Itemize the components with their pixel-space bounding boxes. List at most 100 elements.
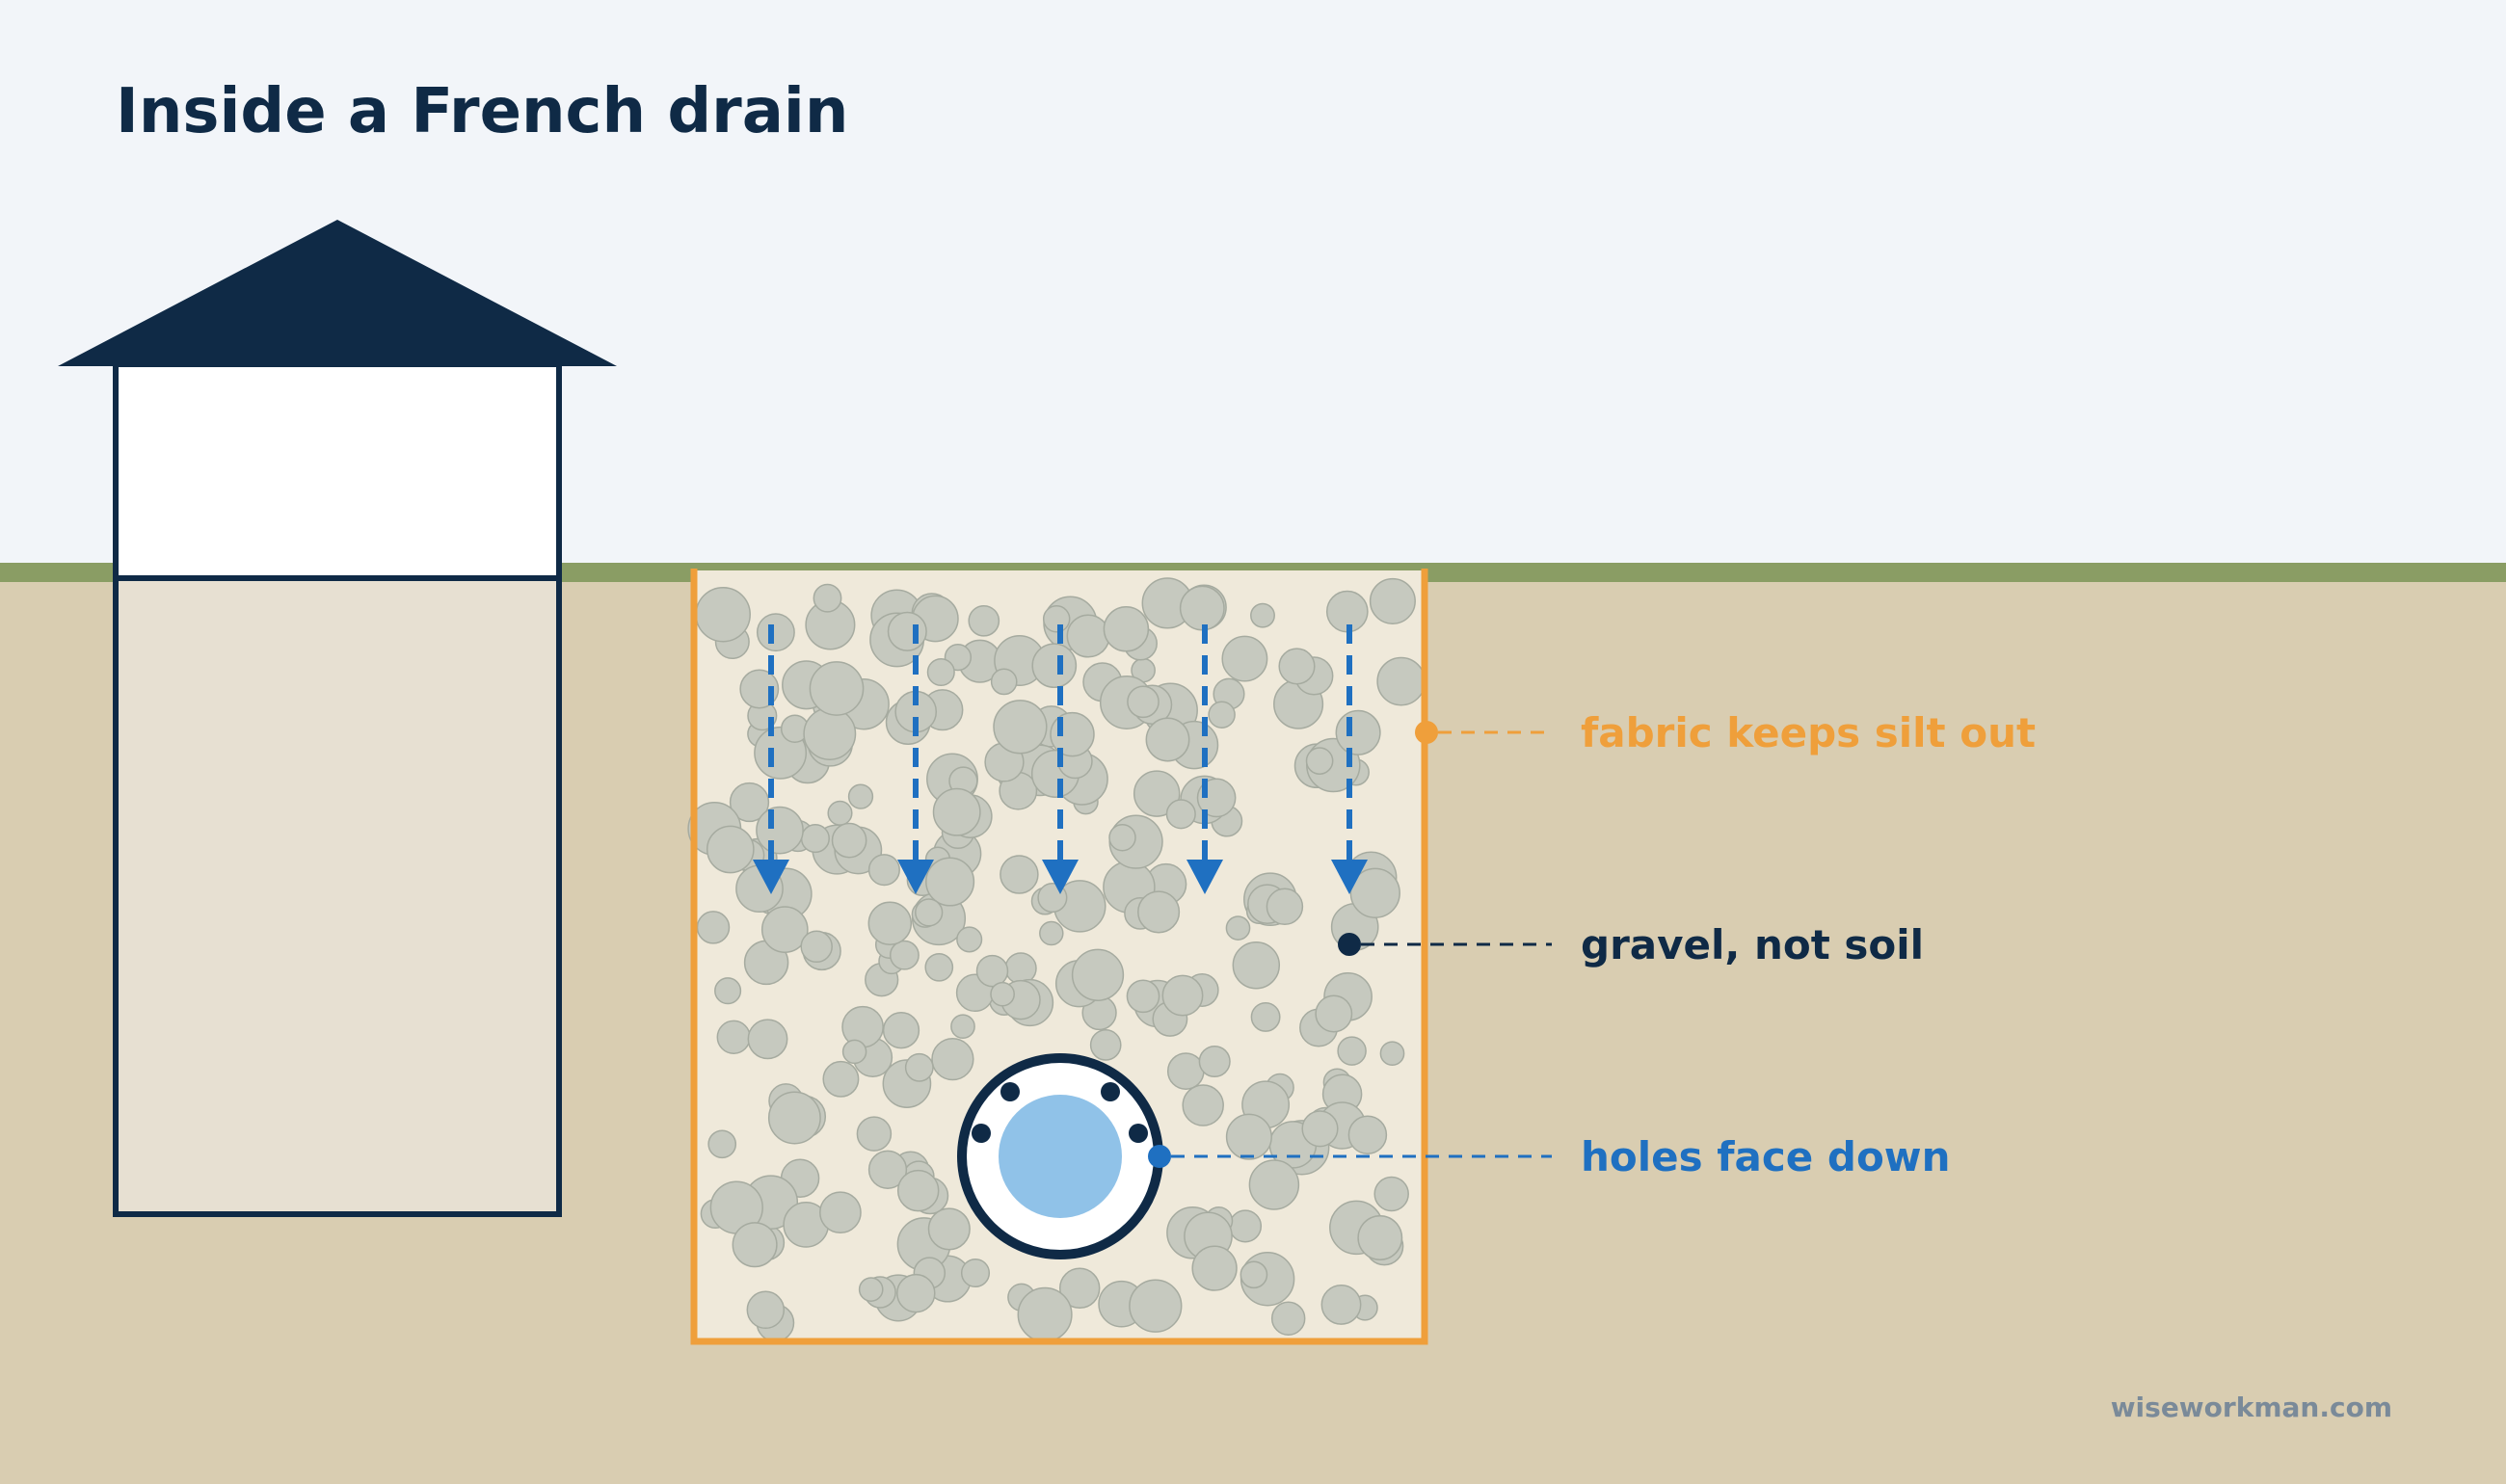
gravel-stone-icon	[706, 825, 755, 874]
gravel-stone-icon	[1278, 648, 1316, 685]
gravel-stone-icon	[990, 668, 1018, 696]
gravel-stone-icon	[932, 787, 981, 836]
gravel-stone-icon	[968, 604, 1000, 637]
gravel-stone-icon	[1221, 635, 1268, 682]
gravel-stone-icon	[809, 661, 865, 716]
gravel-stone-icon	[847, 783, 874, 809]
filter-fabric-outline	[690, 569, 1428, 1345]
gravel-stone-icon	[1250, 602, 1275, 628]
gravel-stone-icon	[1145, 717, 1190, 762]
gravel-stone-icon	[747, 1019, 788, 1060]
down-arrow-icon	[1042, 860, 1079, 894]
pipe-hole	[1101, 1082, 1120, 1101]
gravel-stone-icon	[831, 822, 867, 859]
gravel-stone-icon	[760, 906, 809, 953]
gravel-stone-icon	[993, 700, 1048, 755]
gravel-stone-icon	[714, 977, 742, 1005]
pipe-hole	[1000, 1082, 1020, 1101]
gravel-stone-icon	[1058, 1267, 1101, 1310]
water-flow-arrows	[753, 624, 1368, 894]
gravel-stone-icon	[1335, 709, 1381, 755]
gravel-stone-icon	[1000, 855, 1039, 894]
gravel-stone-icon	[975, 954, 1009, 988]
gravel-stone-icon	[1376, 656, 1426, 706]
gravel-stone-icon	[827, 800, 853, 826]
gravel-stone-icon	[882, 1012, 920, 1049]
pipe-icon	[957, 1053, 1163, 1259]
gravel-stone-icon	[956, 926, 983, 953]
gravel-stone-icon	[1191, 1245, 1238, 1291]
gravel-stone-icon	[1301, 1110, 1339, 1148]
gravel-stone-icon	[716, 1020, 751, 1054]
gravel-stone-icon	[887, 611, 927, 651]
gravel-stone-icon	[1179, 585, 1225, 631]
gravel-stone-icon	[1266, 888, 1304, 926]
gravel-stone-icon	[990, 981, 1015, 1007]
gravel-stone-icon	[926, 657, 955, 687]
gravel-stone-icon	[1250, 1001, 1281, 1032]
gravel-stone-icon	[1347, 1115, 1388, 1154]
gravel-stone-icon	[960, 1258, 991, 1288]
gravel-stone-icon	[1161, 974, 1204, 1017]
gravel-stone-icon	[756, 806, 804, 855]
gravel-stone-icon	[1248, 1159, 1300, 1210]
gravel-stone-icon	[1050, 711, 1095, 757]
down-arrow-icon	[1186, 860, 1223, 894]
gravel-stone-icon	[756, 613, 795, 652]
gravel-stone-icon	[1126, 979, 1160, 1014]
holes-callout: holes face down	[1148, 1133, 1951, 1180]
gravel-stone-icon	[1042, 605, 1071, 633]
gravel-stone-icon	[925, 857, 975, 907]
down-arrow-icon	[897, 860, 934, 894]
gravel-stone-icon	[1129, 1279, 1183, 1333]
gravel-stone-icon	[1315, 994, 1353, 1033]
gravel-stone-icon	[931, 1037, 974, 1081]
gravel-stone-icon	[1031, 643, 1078, 689]
gravel-stone-icon	[1071, 948, 1125, 1001]
gravel-stone-icon	[1305, 747, 1334, 775]
gravel-stone-icon	[1127, 685, 1160, 719]
gravel-callout-dot	[1338, 933, 1361, 956]
gravel-stone-icon	[732, 1222, 778, 1268]
gravel-stone-icon	[1182, 1084, 1224, 1126]
gravel-stone-icon	[1133, 770, 1181, 817]
gravel-stone-icon	[915, 898, 944, 927]
gravel-stone-icon	[927, 1207, 971, 1251]
gravel-stone-icon	[822, 1060, 860, 1098]
gravel-stone-icon	[1089, 1029, 1122, 1061]
page-title: Inside a French drain	[116, 76, 848, 147]
gravel-stone-icon	[696, 911, 731, 944]
gravel-stone-icon	[1349, 867, 1400, 918]
fabric-callout-dot	[1415, 721, 1438, 744]
gravel-stone-icon	[1225, 915, 1251, 941]
gravel-stone-icon	[889, 940, 920, 970]
gravel-stone-icon	[1017, 1286, 1073, 1342]
gravel-stone-icon	[746, 1290, 786, 1330]
gravel-stone-icon	[1103, 606, 1150, 652]
gravel-stone-icon	[729, 782, 770, 823]
gravel-stone-icon	[1137, 890, 1181, 934]
gravel-stone-icon	[695, 586, 751, 643]
gravel-stone-icon	[867, 854, 900, 887]
gravel-stone-icon	[867, 1150, 908, 1189]
gravel-stone-icon	[856, 1116, 893, 1152]
holes-callout-dot	[1148, 1145, 1171, 1168]
gravel-stone-icon	[800, 930, 833, 964]
gravel-stone-icon	[813, 583, 842, 613]
pipe-water	[999, 1095, 1122, 1218]
gravel-stone-icon	[950, 1014, 975, 1040]
gravel-label: gravel, not soil	[1581, 921, 1924, 968]
site-credit: wiseworkman.com	[2111, 1391, 2392, 1423]
down-arrow-icon	[753, 860, 789, 894]
house-walls	[113, 361, 562, 581]
holes-label: holes face down	[1581, 1133, 1951, 1180]
house-icon	[58, 220, 617, 1217]
house-basement	[113, 575, 562, 1217]
gravel-stone-icon	[803, 707, 857, 760]
gravel-stone-icon	[1357, 1215, 1403, 1260]
gravel-stone-icon	[1228, 1209, 1263, 1243]
gravel-stone-icon	[1108, 823, 1136, 852]
fabric-label: fabric keeps silt out	[1581, 709, 2036, 756]
gravel-stone-icon	[1166, 1052, 1205, 1090]
